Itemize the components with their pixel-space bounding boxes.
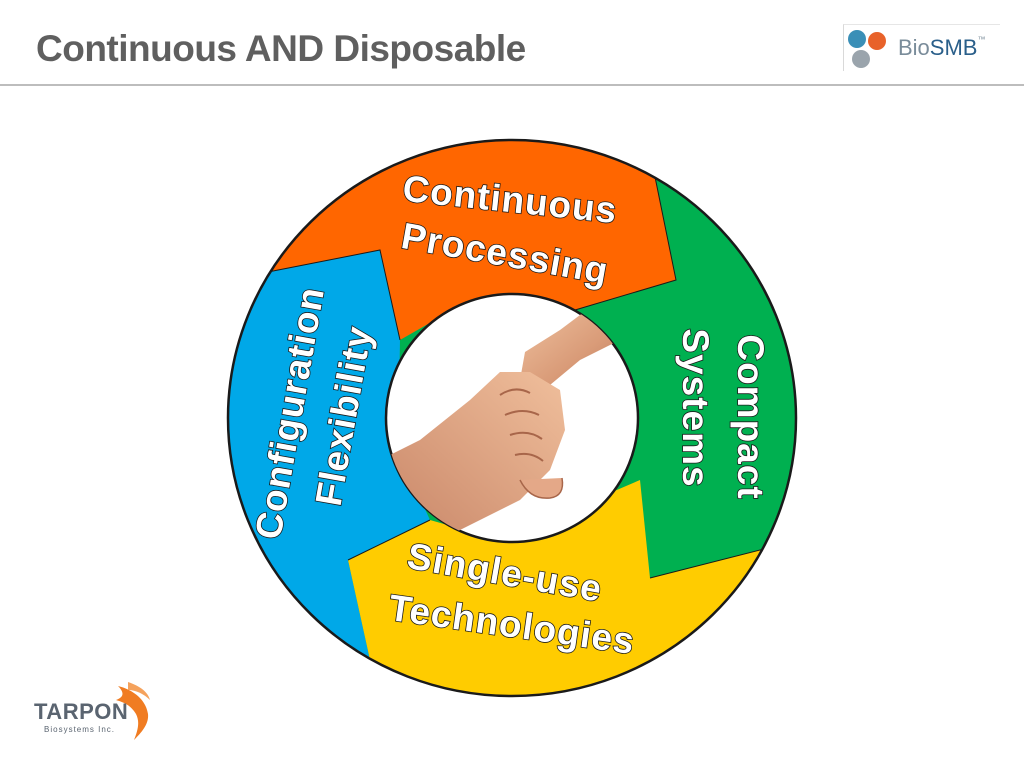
tarpon-subtitle: Biosystems Inc. — [44, 725, 116, 734]
biosmb-dots-icon — [848, 30, 886, 68]
label-compact-line2: Systems — [675, 328, 716, 487]
title-divider — [0, 84, 1024, 86]
tarpon-fish-icon — [116, 682, 150, 740]
label-compact-line1: Compact — [730, 334, 771, 499]
biosmb-wordmark: BioSMB™ — [898, 35, 985, 61]
biosmb-prefix: Bio — [898, 35, 930, 60]
biosmb-main: SMB — [929, 35, 978, 60]
biosmb-trademark: ™ — [977, 35, 986, 44]
biosmb-logo: BioSMB™ — [843, 24, 1000, 71]
tarpon-logo: TARPON Biosystems Inc. — [30, 680, 170, 744]
tarpon-wordmark: TARPON — [34, 699, 129, 724]
page-title: Continuous AND Disposable — [36, 28, 526, 69]
